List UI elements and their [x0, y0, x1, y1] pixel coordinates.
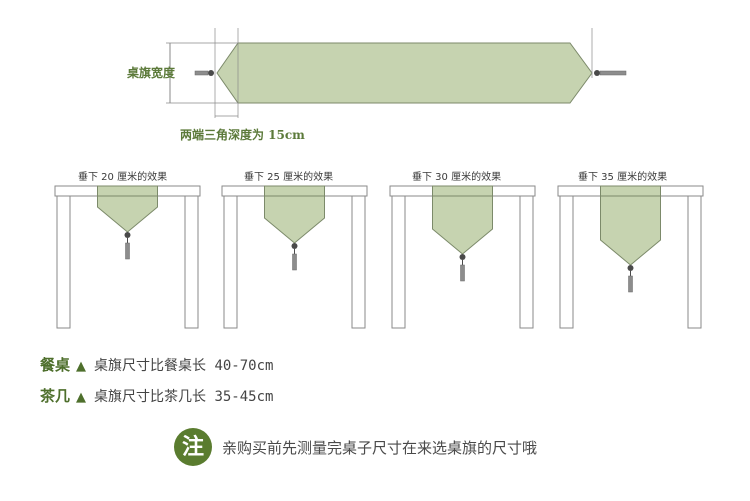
table-35-leg-right	[687, 195, 702, 329]
note-coffee-text: 桌旗尺寸比茶几长 35-45cm	[94, 389, 274, 405]
table-25	[221, 185, 368, 329]
note-coffee-table: 茶几 ▲ 桌旗尺寸比茶几长 35-45cm	[40, 385, 273, 406]
table-35-tassel-fringe	[628, 275, 633, 293]
note-dining-head: 餐桌	[40, 356, 71, 374]
table-drop-views	[54, 185, 704, 329]
table-35-runner-on-top	[600, 185, 661, 197]
table-25-leg-left	[223, 195, 238, 329]
triangle-marker-icon: ▲	[76, 359, 87, 374]
table-30-tassel-bead	[459, 254, 466, 260]
table-25-runner	[264, 195, 325, 244]
note-dining-text: 桌旗尺寸比餐桌长 40-70cm	[94, 358, 274, 374]
table-25-leg-right	[351, 195, 366, 329]
drop-label-30: 垂下 30 厘米的效果	[412, 172, 502, 183]
note-dining-table: 餐桌 ▲ 桌旗尺寸比餐桌长 40-70cm	[40, 354, 273, 375]
table-30-runner-on-top	[432, 185, 493, 197]
drop-label-20: 垂下 20 厘米的效果	[78, 172, 168, 183]
right-tassel-fringe	[599, 70, 627, 76]
table-20	[54, 185, 201, 329]
runner-shape	[216, 42, 593, 104]
table-25-tassel-bead	[291, 243, 298, 249]
table-35-tassel-bead	[627, 265, 634, 271]
note-coffee-head: 茶几	[40, 387, 71, 405]
table-35-leg-left	[559, 195, 574, 329]
table-20-tassel-bead	[124, 232, 131, 238]
table-20-leg-left	[56, 195, 71, 329]
table-20-runner	[97, 195, 158, 233]
table-30-tassel-fringe	[460, 264, 465, 282]
table-20-tassel-fringe	[125, 242, 130, 260]
note-badge-icon: 注	[174, 428, 212, 466]
right-tassel-bead	[594, 70, 600, 76]
table-20-runner-on-top	[97, 185, 158, 197]
top-runner-view	[166, 28, 627, 118]
table-30-runner	[432, 195, 493, 255]
table-20-leg-right	[184, 195, 199, 329]
triangle-depth-label: 两端三角深度为 15cm	[180, 128, 305, 142]
table-25-runner-on-top	[264, 185, 325, 197]
drop-label-25: 垂下 25 厘米的效果	[244, 172, 334, 183]
table-25-tassel-fringe	[292, 253, 297, 271]
left-tassel-fringe	[194, 70, 209, 76]
runner-width-label: 桌旗宽度	[127, 66, 176, 80]
table-35-runner	[600, 195, 661, 266]
table-30-leg-left	[391, 195, 406, 329]
drop-label-35: 垂下 35 厘米的效果	[578, 172, 668, 183]
footer-note: 亲购买前先测量完桌子尺寸在来选桌旗的尺寸哦	[222, 439, 538, 457]
table-30-leg-right	[519, 195, 534, 329]
triangle-marker-icon: ▲	[76, 390, 87, 405]
table-35	[557, 185, 704, 329]
table-30	[389, 185, 536, 329]
left-tassel-bead	[208, 70, 214, 76]
